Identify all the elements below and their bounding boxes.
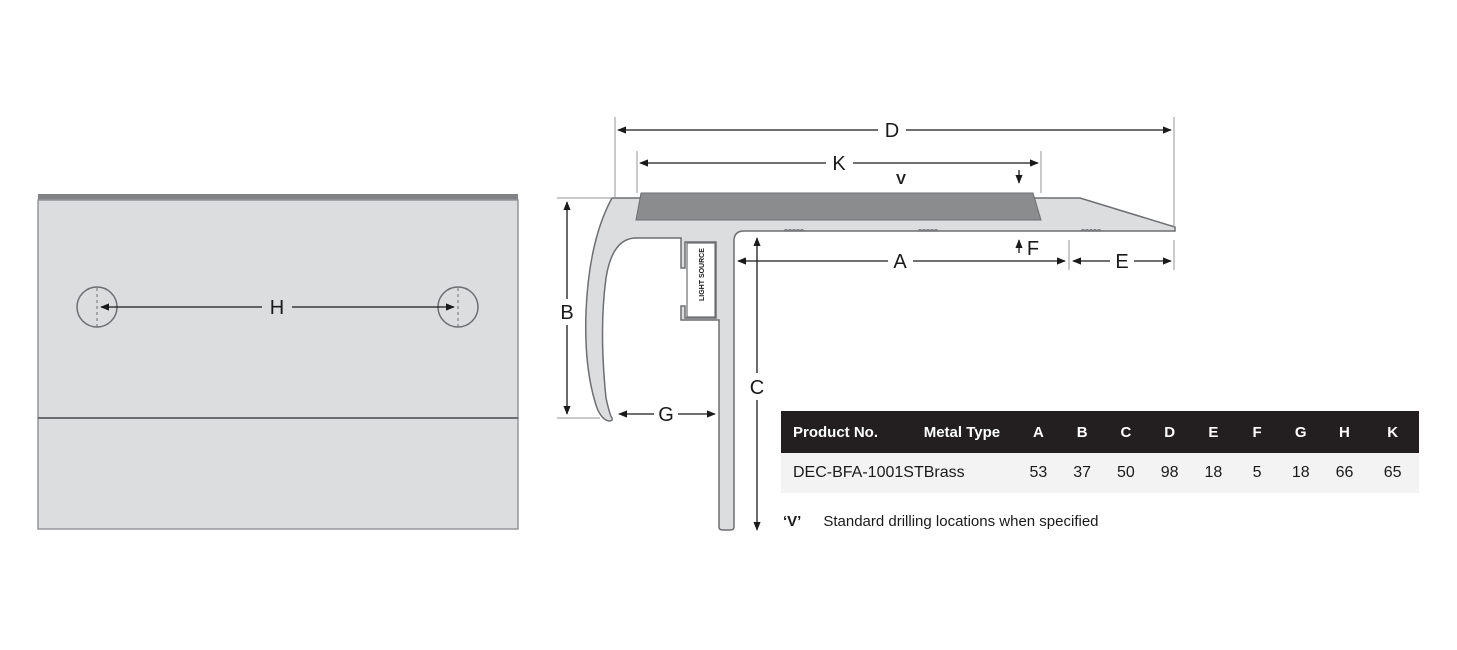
dim-label-v: V	[896, 171, 906, 188]
cell-e: 18	[1191, 453, 1236, 493]
header-product-no: Product No.	[781, 411, 924, 453]
dim-label-b: B	[560, 302, 573, 324]
cell-h: 66	[1322, 453, 1367, 493]
cell-c: 50	[1104, 453, 1148, 493]
header-k: K	[1366, 411, 1419, 453]
cell-product-no: DEC-BFA-1001ST	[781, 453, 924, 493]
dim-label-h: H	[270, 297, 284, 319]
profile-section: LIGHT SOURCE D K V F	[557, 117, 1176, 531]
header-e: E	[1191, 411, 1236, 453]
header-b: B	[1060, 411, 1105, 453]
light-source-box	[686, 242, 716, 318]
underside-grip-2	[917, 229, 939, 232]
cell-d: 98	[1147, 453, 1192, 493]
cell-b: 37	[1060, 453, 1105, 493]
dim-label-e: E	[1115, 251, 1128, 273]
cell-metal-type: Brass	[923, 453, 1017, 493]
insert-strip	[635, 192, 1042, 221]
header-d: D	[1147, 411, 1192, 453]
underside-grip-3	[1080, 229, 1102, 232]
dim-label-a: A	[893, 251, 907, 273]
header-h: H	[1322, 411, 1367, 453]
spec-table: Product No. Metal Type A B C D E F G H K…	[781, 411, 1419, 493]
cell-k: 65	[1366, 453, 1419, 493]
table-row: DEC-BFA-1001ST Brass 53 37 50 98 18 5 18…	[781, 453, 1419, 493]
header-f: F	[1235, 411, 1279, 453]
dim-label-g: G	[658, 404, 674, 426]
cell-g: 18	[1278, 453, 1323, 493]
header-g: G	[1278, 411, 1323, 453]
dim-label-c: C	[750, 377, 764, 399]
spec-table-header-row: Product No. Metal Type A B C D E F G H K	[781, 411, 1419, 453]
top-view-insert-strip	[38, 194, 518, 200]
cell-a: 53	[1016, 453, 1061, 493]
cell-f: 5	[1235, 453, 1279, 493]
light-source-label: LIGHT SOURCE	[699, 248, 706, 301]
underside-grip-1	[783, 229, 805, 232]
note-text: Standard drilling locations when specifi…	[823, 513, 1099, 530]
top-view-riser	[37, 417, 519, 530]
dim-label-f: F	[1027, 238, 1039, 260]
header-a: A	[1016, 411, 1061, 453]
header-metal-type: Metal Type	[923, 411, 1017, 453]
dim-label-d: D	[885, 120, 899, 142]
drilling-note: ‘V’ Standard drilling locations when spec…	[783, 513, 1099, 530]
note-symbol: ‘V’	[783, 513, 802, 530]
top-view: H	[37, 194, 519, 530]
dim-label-k: K	[832, 153, 846, 175]
profile-body	[585, 197, 1176, 531]
header-c: C	[1104, 411, 1148, 453]
